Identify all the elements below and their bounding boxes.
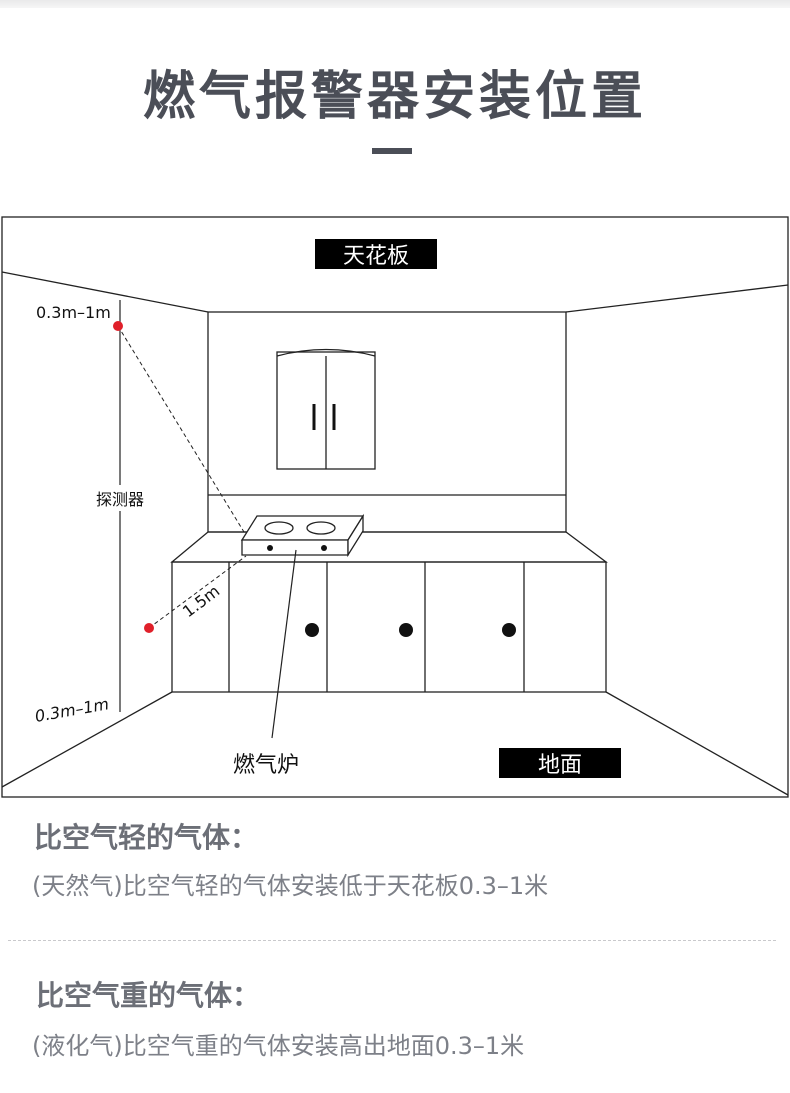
title-underline bbox=[372, 148, 412, 154]
room-frame bbox=[1, 216, 789, 798]
page-title: 燃气报警器安装位置 bbox=[142, 67, 647, 127]
top-range-label: 0.3m–1m bbox=[36, 303, 111, 322]
bottom-range-label: 0.3m–1m bbox=[33, 694, 110, 726]
light-gas-description: (天然气)比空气轻的气体安装低于天花板0.3–1米 bbox=[32, 872, 549, 900]
cabinet-knob bbox=[399, 623, 413, 637]
floor-left-edge bbox=[1, 691, 173, 788]
base-cabinets bbox=[171, 561, 607, 693]
gas-stove bbox=[240, 513, 365, 558]
top-bar bbox=[0, 0, 790, 8]
cabinet-knob bbox=[305, 623, 319, 637]
distance-label: 1.5m bbox=[179, 581, 223, 621]
floor-label: 地面 bbox=[538, 753, 582, 778]
ceiling-label: 天花板 bbox=[343, 244, 409, 269]
stove-label: 燃气炉 bbox=[233, 753, 299, 778]
detector-dot-lower bbox=[144, 623, 154, 633]
light-gas-title: 比空气轻的气体： bbox=[34, 821, 259, 854]
floor-label-box bbox=[499, 748, 621, 778]
dashed-divider bbox=[8, 940, 776, 941]
cabinet-knob bbox=[502, 623, 516, 637]
detector-label: 探测器 bbox=[96, 490, 144, 509]
detector-dot-upper bbox=[113, 321, 123, 331]
ceiling-left-edge bbox=[1, 271, 209, 313]
kitchen-diagram: 天花板 地面 燃气炉 探测器 0.3m–1m 0.3m–1m 1.5m bbox=[1, 216, 789, 798]
back-wall bbox=[207, 311, 567, 533]
heavy-gas-title: 比空气重的气体： bbox=[36, 979, 261, 1012]
ceiling-label-box bbox=[315, 239, 437, 269]
countertop bbox=[170, 531, 608, 563]
ceiling-right-edge bbox=[565, 284, 789, 313]
heavy-gas-description: (液化气)比空气重的气体安装高出地面0.3–1米 bbox=[32, 1032, 525, 1060]
floor-right-edge bbox=[605, 691, 789, 796]
